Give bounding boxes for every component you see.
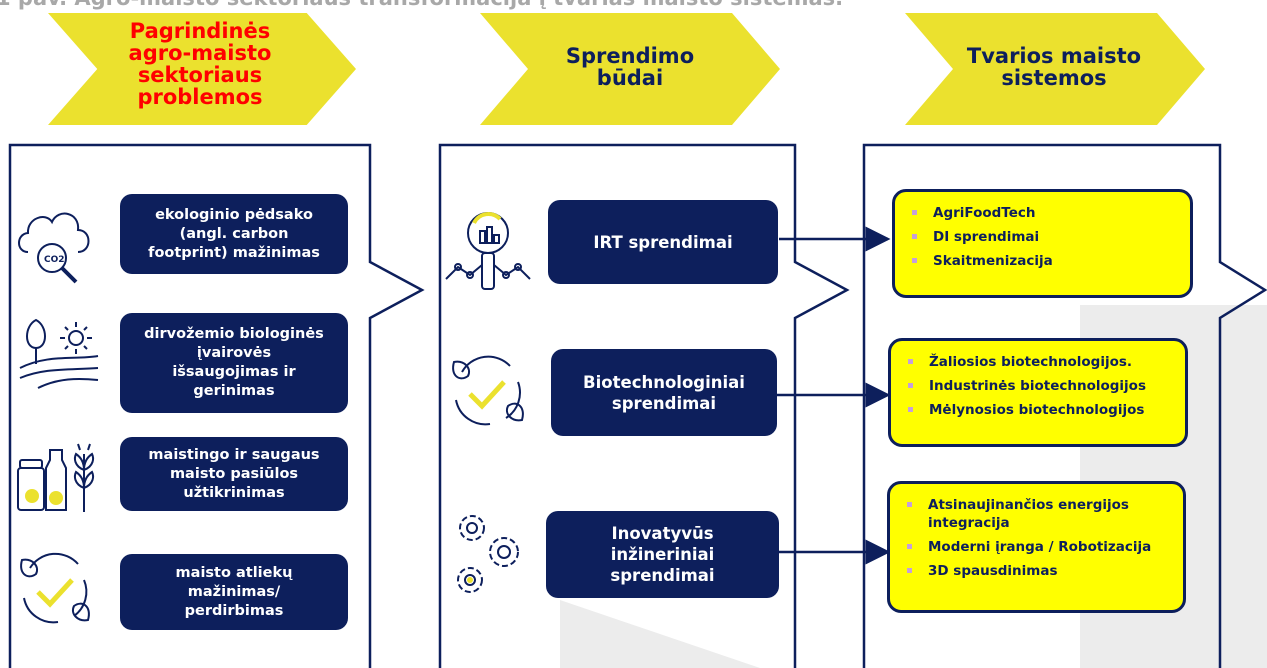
co2-cloud-magnifier-icon: CO2: [18, 212, 90, 284]
leaf-check-cycle-icon: [452, 355, 524, 426]
chevron-problems: [48, 13, 356, 125]
outcome-item: Atsinaujinančios energijos integracija: [904, 496, 1173, 532]
outcome-item: Skaitmenizacija: [909, 252, 1180, 270]
panel-solutions-outline: [438, 143, 850, 668]
outcome-item: Moderni įranga / Robotizacija: [904, 538, 1173, 556]
svg-text:CO2: CO2: [44, 255, 65, 265]
outcome-box-engineering: Atsinaujinančios energijos integracija M…: [887, 481, 1186, 613]
solution-irt: IRT sprendimai: [548, 200, 778, 284]
data-analysis-magnifier-icon: [445, 212, 531, 290]
outcome-item: AgriFoodTech: [909, 204, 1180, 222]
outcome-item: Industrinės biotechnologijos: [905, 377, 1175, 395]
outcome-item: 3D spausdinimas: [904, 562, 1173, 580]
outcome-box-digital: AgriFoodTech DI sprendimai Skaitmenizaci…: [892, 189, 1193, 298]
panel-systems-outline: [862, 143, 1267, 668]
food-jars-wheat-icon: [17, 443, 94, 512]
tree-sun-field-icon: [19, 318, 99, 389]
outcome-box-biotech: Žaliosios biotechnologijos. Industrinės …: [888, 338, 1188, 447]
outcome-item: DI sprendimai: [909, 228, 1180, 246]
panel-problems-outline: [8, 143, 425, 668]
recycle-leaf-check-icon: [20, 552, 90, 624]
outcome-item: Mėlynosios biotechnologijos: [905, 401, 1175, 419]
chevron-systems: [905, 13, 1205, 125]
figure-caption: 1 pav. Agro-maisto sektoriaus transforma…: [0, 0, 843, 10]
gears-icon: [457, 515, 519, 593]
outcome-item: Žaliosios biotechnologijos.: [905, 353, 1175, 371]
chevron-solutions: [480, 13, 780, 125]
